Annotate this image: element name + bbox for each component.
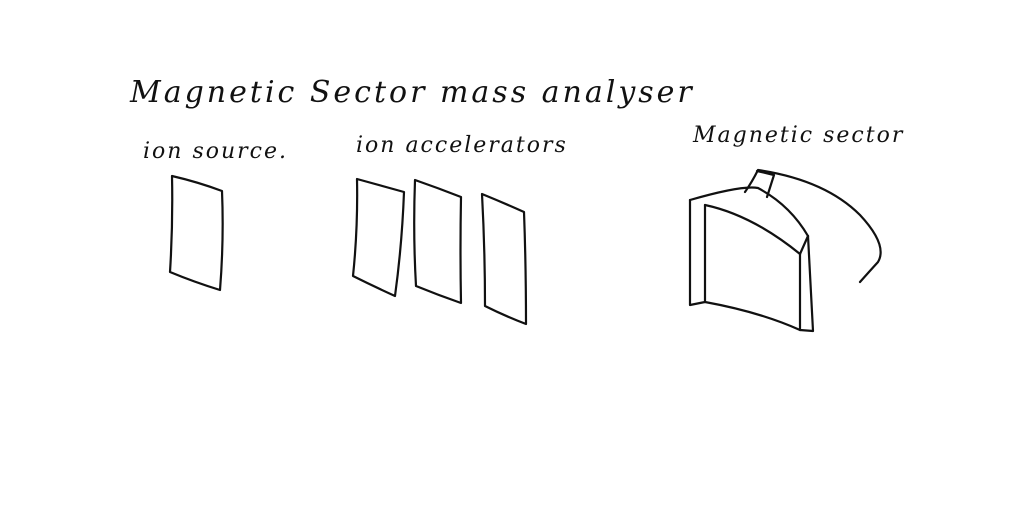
magnetic-sector-block (688, 168, 882, 333)
label-ion-source: ion source. (143, 139, 288, 164)
ion-accelerator-plates (351, 177, 528, 326)
ion-source-plate (168, 174, 224, 292)
accelerator-plate-2 (413, 178, 463, 305)
diagram-title: Magnetic Sector mass analyser (129, 75, 695, 110)
accelerator-plate-3 (480, 192, 528, 326)
label-ion-accelerators: ion accelerators (356, 133, 568, 158)
accelerator-plate-1 (351, 177, 406, 298)
label-magnetic-sector: Magnetic sector (692, 123, 904, 148)
